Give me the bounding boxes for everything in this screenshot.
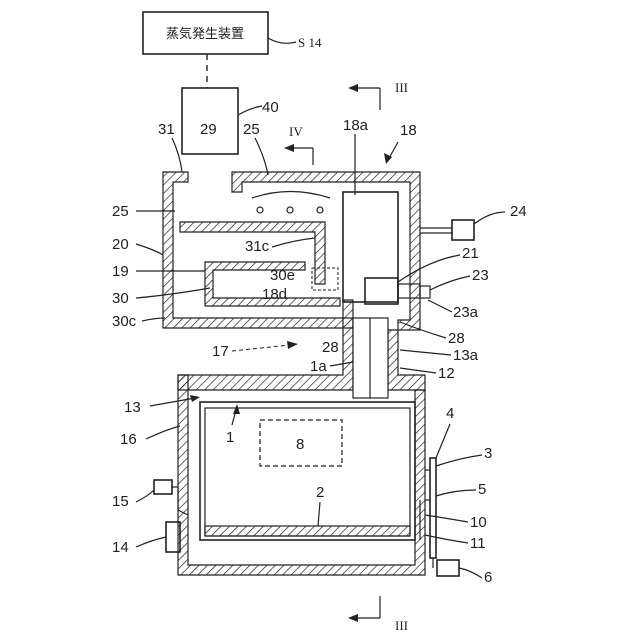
label-23: 23 (472, 267, 489, 284)
label-21: 21 (462, 245, 479, 262)
label-30: 30 (112, 290, 129, 307)
label-10: 10 (470, 514, 487, 531)
label-12: 12 (438, 365, 455, 382)
label-28-center: 28 (322, 339, 339, 356)
label-13: 13 (124, 399, 141, 416)
svg-text:III: III (395, 80, 408, 95)
label-20: 20 (112, 236, 129, 253)
label-28-right: 28 (448, 330, 465, 347)
label-2: 2 (316, 484, 324, 501)
duct-18a (343, 192, 398, 302)
label-25-top: 25 (243, 121, 260, 138)
steam-generator-label: 蒸気発生装置 (166, 26, 244, 42)
label-14: 14 (112, 539, 129, 556)
svg-text:III: III (395, 618, 408, 633)
tray-2 (205, 526, 410, 536)
label-4: 4 (446, 405, 454, 422)
section-arrow-iii-top: III (348, 80, 408, 110)
fan-21-box (365, 278, 398, 304)
label-24: 24 (510, 203, 527, 220)
label-31c: 31c (245, 238, 270, 255)
label-15: 15 (112, 493, 129, 510)
leader-s14 (268, 38, 296, 43)
label-30c: 30c (112, 313, 137, 330)
svg-text:IV: IV (289, 124, 303, 139)
label-23a: 23a (453, 304, 479, 321)
label-29: 29 (200, 121, 217, 138)
section-arrow-iii-bottom: III (348, 596, 408, 633)
label-19: 19 (112, 263, 129, 280)
label-11: 11 (470, 535, 486, 552)
section-arrow-iv: IV (284, 124, 313, 165)
label-3: 3 (484, 445, 492, 462)
label-13a: 13a (453, 347, 479, 364)
label-30e: 30e (270, 267, 295, 284)
component-24 (452, 220, 474, 240)
label-18: 18 (400, 122, 417, 139)
door-3 (430, 458, 436, 558)
label-18a: 18a (343, 117, 369, 134)
label-6: 6 (484, 569, 492, 586)
label-1: 1 (226, 429, 234, 446)
label-25-left: 25 (112, 203, 129, 220)
label-17: 17 (212, 343, 229, 360)
label-18d: 18d (262, 286, 287, 303)
label-1a: 1a (310, 358, 327, 375)
label-s14: S 14 (298, 35, 322, 50)
label-5: 5 (478, 481, 486, 498)
label-16: 16 (120, 431, 137, 448)
component-6 (437, 560, 459, 576)
lower-housing-wall (178, 375, 425, 575)
label-40: 40 (262, 99, 279, 116)
component-15 (154, 480, 172, 494)
label-8: 8 (296, 436, 304, 453)
label-31: 31 (158, 121, 175, 138)
